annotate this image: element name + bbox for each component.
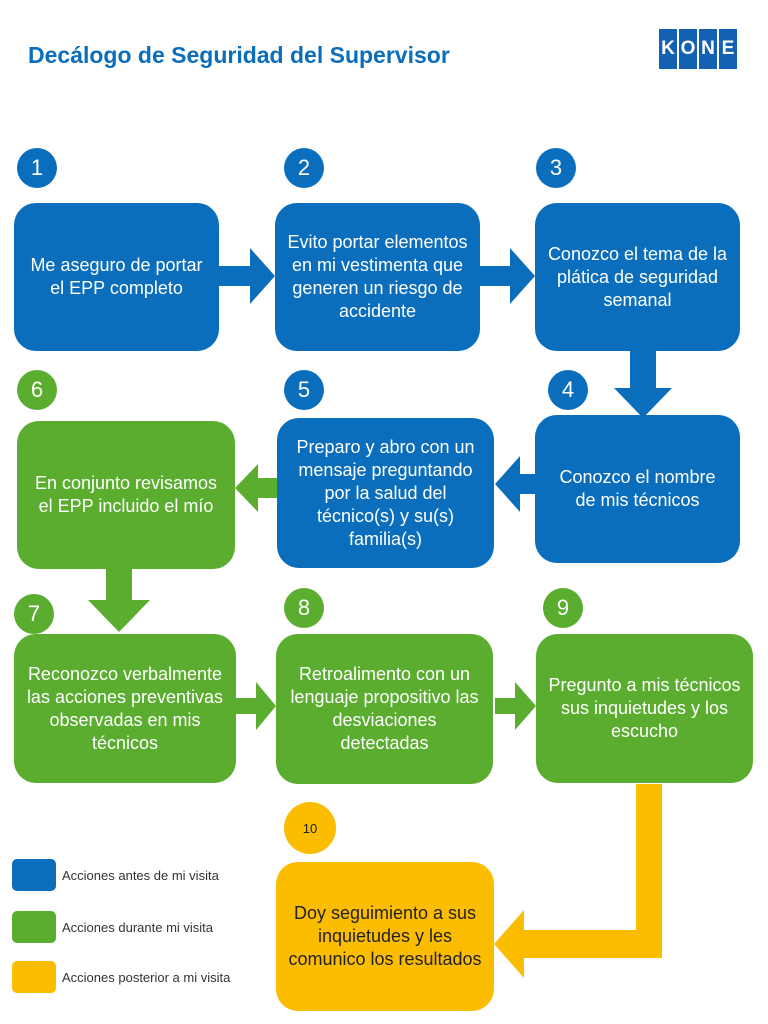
- step-box-7: Reconozco verbalmente las acciones preve…: [14, 634, 236, 783]
- arrow-down-icon: [88, 568, 150, 632]
- step-box-9: Pregunto a mis técnicos sus inquietudes …: [536, 634, 753, 783]
- arrow-right-icon: [236, 682, 276, 730]
- step-box-6: En conjunto revisamos el EPP incluido el…: [17, 421, 235, 569]
- step-number-9: 9: [543, 588, 583, 628]
- legend-label: Acciones durante mi visita: [62, 919, 214, 935]
- logo-letter: O: [679, 29, 697, 69]
- step-number-4: 4: [548, 370, 588, 410]
- step-number-7: 7: [14, 594, 54, 634]
- legend-swatch: [12, 961, 56, 993]
- step-box-3: Conozco el tema de la plática de segurid…: [535, 203, 740, 351]
- legend-item-after: Acciones posterior a mi visita: [12, 961, 230, 993]
- legend-swatch: [12, 859, 56, 891]
- logo-letter: K: [659, 29, 677, 69]
- step-box-5: Preparo y abro con un mensaje preguntand…: [277, 418, 494, 568]
- kone-logo: K O N E: [659, 29, 737, 69]
- step-number-8: 8: [284, 588, 324, 628]
- step-number-3: 3: [536, 148, 576, 188]
- legend-swatch: [12, 911, 56, 943]
- step-box-2: Evito portar elementos en mi vestimenta …: [275, 203, 480, 351]
- arrow-down-icon: [614, 350, 672, 418]
- arrow-right-icon: [495, 682, 536, 730]
- legend-item-before: Acciones antes de mi visita: [12, 859, 219, 891]
- step-box-1: Me aseguro de portar el EPP completo: [14, 203, 219, 351]
- legend-item-during: Acciones durante mi visita: [12, 911, 213, 943]
- arrow-left-icon: [495, 456, 537, 512]
- legend-label: Acciones posterior a mi visita: [62, 969, 231, 985]
- step-number-2: 2: [284, 148, 324, 188]
- step-number-6: 6: [17, 370, 57, 410]
- step-box-8: Retroalimento con un lenguaje propositiv…: [276, 634, 493, 784]
- arrow-right-icon: [218, 248, 275, 304]
- step-box-4: Conozco el nombre de mis técnicos: [535, 415, 740, 563]
- arrow-left-icon: [235, 464, 278, 512]
- step-box-10: Doy seguimiento a sus inquietudes y les …: [276, 862, 494, 1011]
- step-number-5: 5: [284, 370, 324, 410]
- legend-label: Acciones antes de mi visita: [62, 867, 219, 883]
- logo-letter: N: [699, 29, 717, 69]
- step-number-1: 1: [17, 148, 57, 188]
- arrow-elbow-icon: [494, 784, 662, 978]
- logo-letter: E: [719, 29, 737, 69]
- step-number-10: 10: [284, 802, 336, 854]
- page-title: Decálogo de Seguridad del Supervisor: [28, 42, 450, 68]
- arrow-right-icon: [480, 248, 535, 304]
